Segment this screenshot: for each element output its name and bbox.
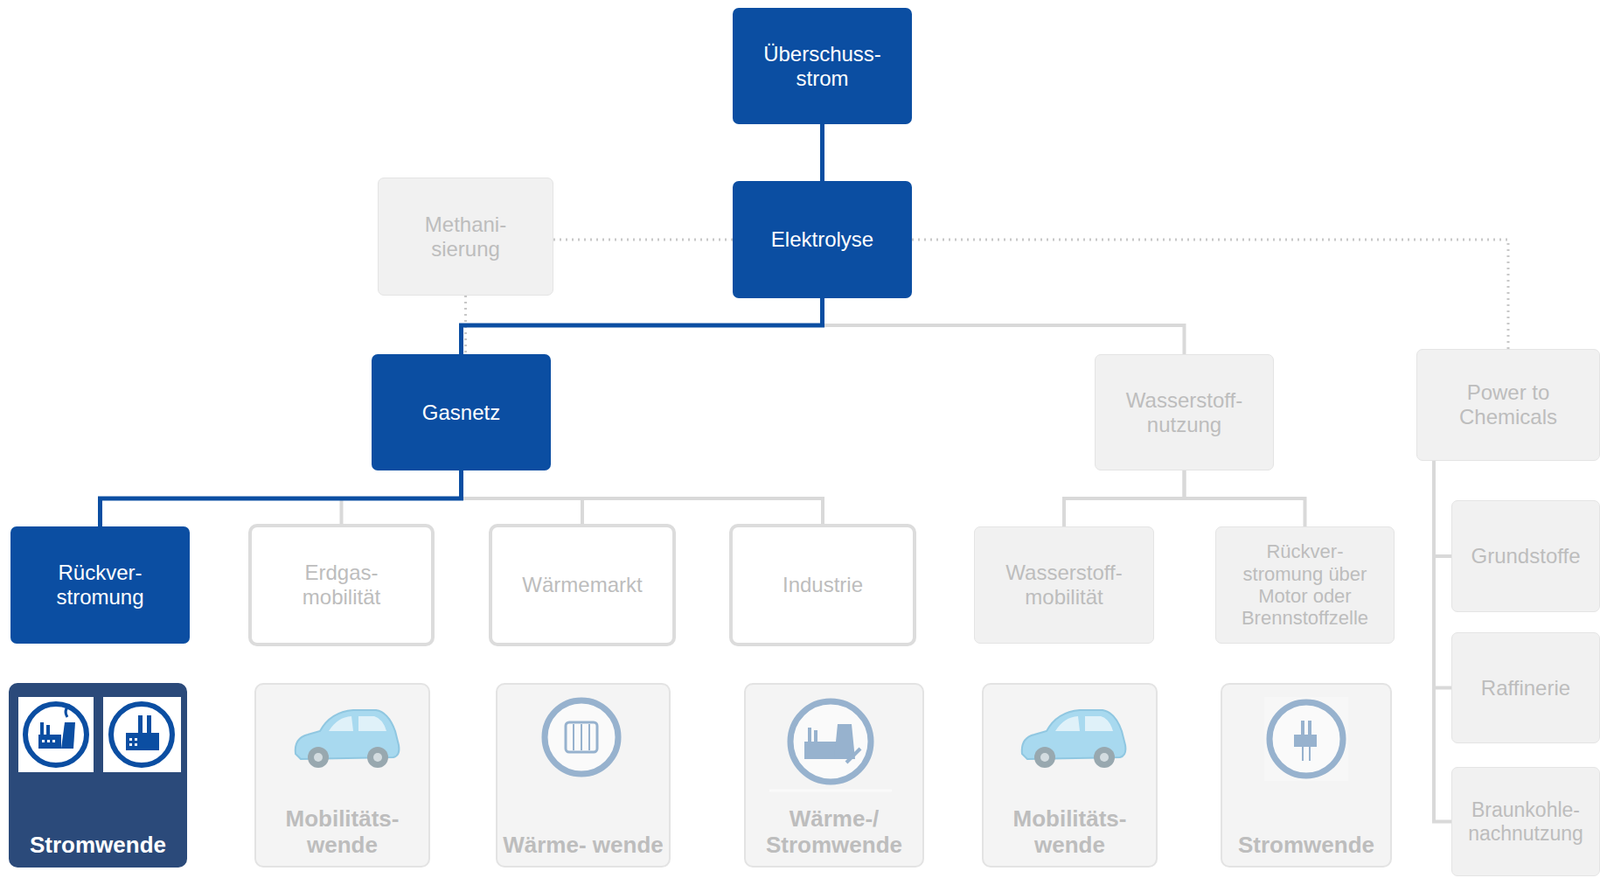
connector-line: [1433, 460, 1452, 557]
node-label: Raffinerie: [1481, 675, 1571, 701]
node-label: Stromwende: [1238, 832, 1375, 859]
fuel-cell-icon: [1264, 696, 1349, 781]
node-label: Power to Chemicals: [1438, 380, 1579, 429]
impact-card: Mobilitäts- wende: [981, 682, 1158, 868]
use-box: Rückver- stromung: [10, 526, 190, 644]
radiator-icon: [544, 700, 619, 774]
node-label: Stromwende: [29, 832, 167, 859]
use-box: Industrie: [729, 523, 917, 647]
impact-card: Stromwende: [1220, 682, 1392, 868]
node-label: Grundstoffe: [1471, 543, 1581, 569]
connector-line: [1064, 470, 1185, 527]
power-plant-icon: [18, 696, 94, 773]
node-label: Methani- sierung: [409, 212, 523, 261]
chemicals-box: Braunkohle- nachnutzung: [1451, 766, 1600, 877]
chemicals-box: Raffinerie: [1451, 632, 1600, 744]
factory-icon: [103, 696, 181, 773]
impact-card: Wärme-/ Stromwende: [744, 682, 925, 868]
connector-line: [822, 298, 1185, 355]
connector-line: [911, 239, 1509, 349]
use-box: Rückver- stromung über Motor oder Brenns…: [1215, 526, 1395, 644]
impact-card: Wärme- wende: [495, 682, 671, 868]
process-box: Wasserstoff- nutzung: [1094, 354, 1274, 471]
connector-line: [1184, 470, 1306, 527]
connector-line: [553, 238, 733, 242]
node-label: Wasserstoff- mobilität: [994, 560, 1134, 609]
connector-line: [461, 470, 824, 524]
process-box: Methani- sierung: [377, 177, 554, 296]
connector-line: [1433, 460, 1452, 822]
process-box: Power to Chemicals: [1416, 348, 1600, 461]
node-label: Elektrolyse: [771, 227, 874, 252]
node-label: Wärme-/ Stromwende: [751, 806, 918, 859]
source-box: Überschuss- strom: [732, 7, 912, 125]
node-label: Gasnetz: [422, 400, 501, 425]
node-label: Wärme- wende: [502, 832, 664, 859]
connector-line: [1433, 460, 1452, 689]
node-label: Überschuss- strom: [757, 41, 889, 91]
connector-line: [100, 470, 462, 527]
node-label: Industrie: [782, 572, 863, 598]
node-label: Wasserstoff- nutzung: [1112, 388, 1257, 437]
node-label: Erdgas- mobilität: [280, 560, 404, 609]
impact-card: Mobilitäts- wende: [254, 682, 431, 868]
connector-line: [461, 298, 823, 355]
node-label: Mobilitäts- wende: [261, 806, 424, 859]
node-label: Braunkohle- nachnutzung: [1455, 798, 1596, 845]
use-box: Wärmemarkt: [488, 523, 676, 647]
industry-icon: [769, 701, 892, 791]
impact-card: Stromwende: [8, 682, 188, 868]
use-box: Wasserstoff- mobilität: [973, 526, 1155, 644]
use-box: Erdgas- mobilität: [248, 523, 435, 647]
node-label: Rückver- stromung über Motor oder Brenns…: [1228, 540, 1382, 629]
node-label: Rückver- stromung: [34, 560, 167, 609]
car-icon: [1022, 709, 1127, 768]
process-box: Elektrolyse: [732, 180, 912, 299]
connector-line: [820, 124, 825, 181]
node-label: Mobilitäts- wende: [988, 806, 1151, 859]
chemicals-box: Grundstoffe: [1451, 500, 1600, 613]
process-box: Gasnetz: [371, 354, 551, 471]
node-label: Wärmemarkt: [521, 572, 642, 598]
car-icon: [295, 709, 400, 768]
